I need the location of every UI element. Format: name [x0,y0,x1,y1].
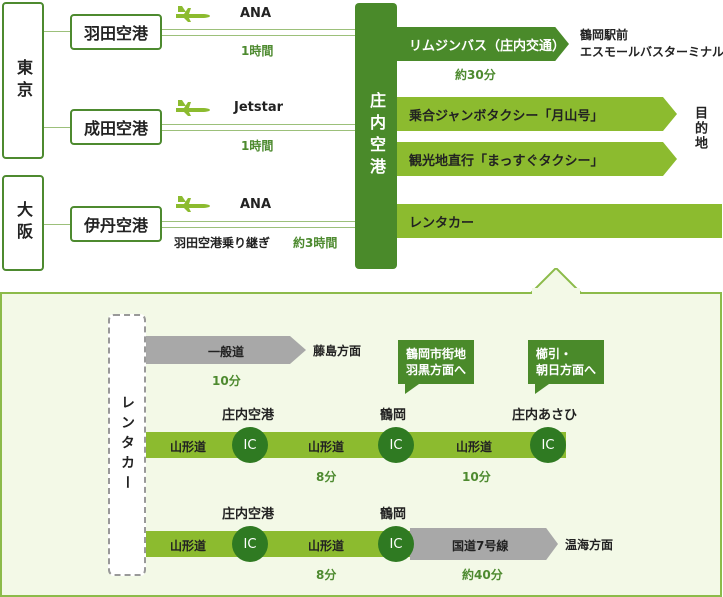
national-road-time: 約40分 [462,568,503,582]
ic-label: IC [243,536,257,552]
flight-line [162,35,355,36]
national-road-label: 国道7号線 [452,539,509,553]
ic-shonai-airport: IC [232,526,268,562]
ic-label: IC [243,437,257,453]
flight-time-narita: 1時間 [241,139,274,153]
transfer-note: 羽田空港乗り継ぎ [174,236,271,250]
segment-time: 8分 [316,470,337,484]
national-road-arrow [410,528,558,560]
airplane-icon [176,196,210,212]
bus-time: 約30分 [455,68,496,82]
ic-tsuruoka: IC [378,427,414,463]
airline-label-narita: Jetstar [234,100,284,115]
bus-dest-line1: 鶴岡駅前 [580,28,629,42]
ic-name: 鶴岡 [380,507,407,522]
expressway-row1 [146,432,566,458]
route-label: 乗合ジャンボタクシー「月山号」 [409,108,604,124]
hub-shonai-airport: 庄内空港 [355,3,397,269]
route-rental-car: レンタカー [397,204,722,238]
airport-haneda: 羽田空港 [70,14,162,50]
rental-car-label: レンタカー [119,395,135,495]
expressway-row2 [146,531,410,557]
airplane-icon [176,6,210,22]
ic-name: 鶴岡 [380,408,407,423]
road-label: 山形道 [170,440,207,454]
flight-line [162,29,355,30]
airline-label-haneda: ANA [240,6,272,21]
general-road-label: 一般道 [208,345,245,359]
road-label: 山形道 [308,539,345,553]
region-tokyo: 東京 [2,2,44,159]
flight-line [162,124,355,125]
route-jumbo-taxi: 乗合ジャンボタクシー「月山号」 [397,97,677,131]
route-limousine-bus: リムジンバス（庄内交通） [397,27,569,61]
ic-name: 庄内空港 [222,507,275,522]
airport-narita: 成田空港 [70,109,162,145]
national-road-dest: 温海方面 [565,538,614,552]
callout-kushibiki: 櫛引・ 朝日方面へ [528,340,605,384]
callout-text: 櫛引・ [536,347,573,361]
connector-line [44,224,70,225]
segment-time: 8分 [316,568,337,582]
flight-time-haneda: 1時間 [241,44,274,58]
callout-text: 羽黒方面へ [406,363,467,377]
route-label: リムジンバス（庄内交通） [409,38,566,54]
segment-time: 10分 [462,470,491,484]
airplane-icon [176,100,210,116]
ic-label: IC [389,536,403,552]
callout-text: 鶴岡市街地 [406,347,467,361]
ic-label: IC [541,437,555,453]
bus-dest-line2: エスモールバスターミナル [580,45,723,59]
route-direct-taxi: 観光地直行「まっすぐタクシー」 [397,142,677,176]
flight-line [162,130,355,131]
road-label: 山形道 [308,440,345,454]
airport-itami: 伊丹空港 [70,206,162,242]
panel-pointer [530,268,582,294]
ic-name: 庄内空港 [222,408,275,423]
ic-shonai-airport: IC [232,427,268,463]
road-label: 山形道 [170,539,207,553]
airline-label-itami: ANA [240,197,272,212]
callout-text: 朝日方面へ [536,363,597,377]
connector-line [44,31,70,32]
callout-tsuruoka: 鶴岡市街地 羽黒方面へ [398,340,475,384]
route-label: レンタカー [409,215,475,231]
region-osaka: 大阪 [2,175,44,271]
general-road-dest: 藤島方面 [313,344,362,358]
route-label: 観光地直行「まっすぐタクシー」 [409,153,604,169]
ic-label: IC [389,437,403,453]
ic-shonai-asahi: IC [530,427,566,463]
connector-line [44,127,70,128]
flight-line [162,221,355,222]
general-road-time: 10分 [212,374,241,388]
flight-time-itami: 約3時間 [293,236,338,250]
destination-label: 目的地 [692,106,707,151]
road-label: 山形道 [456,440,493,454]
rental-car-label-box: レンタカー [108,314,146,576]
general-road-arrow [146,336,306,364]
flight-line [162,227,355,228]
ic-name: 庄内あさひ [512,408,578,423]
ic-tsuruoka: IC [378,526,414,562]
